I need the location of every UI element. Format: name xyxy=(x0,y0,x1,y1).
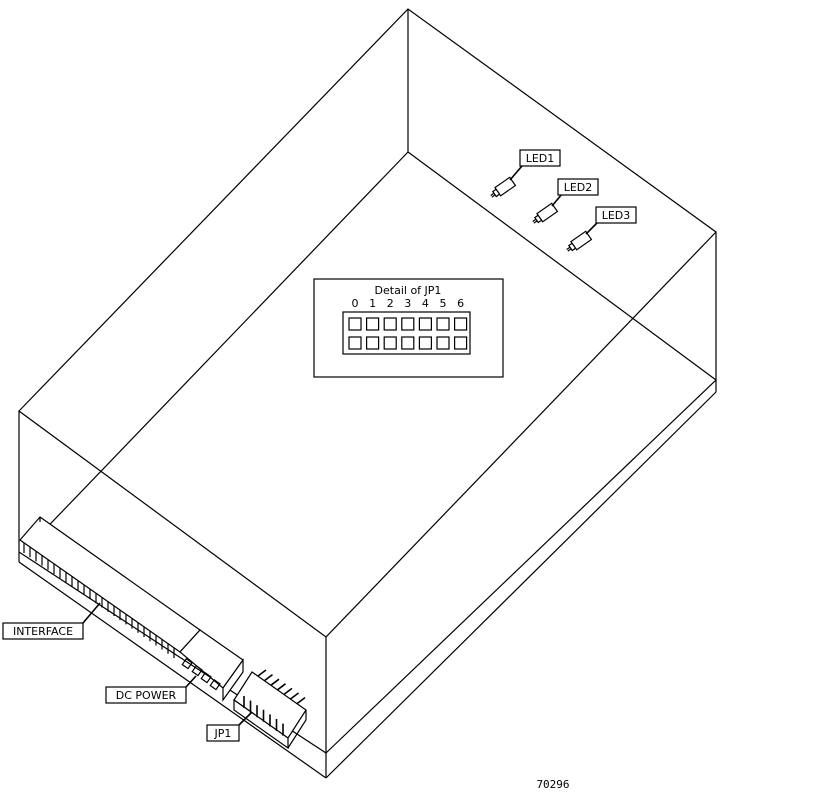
led3-component xyxy=(566,221,599,252)
led2-label-text: LED2 xyxy=(564,181,593,194)
jp1-pin xyxy=(296,696,306,705)
jp1-pin-number: 6 xyxy=(457,297,464,310)
jp1-pin-square xyxy=(454,336,468,350)
jp1-pin-square xyxy=(348,336,362,350)
jp1-pins xyxy=(243,669,306,736)
jp1-pin-number: 3 xyxy=(404,297,411,310)
interface-pins xyxy=(23,543,175,658)
jp1-pin-square xyxy=(418,317,432,331)
jp1-pin-square xyxy=(436,317,450,331)
label-led3: LED3 xyxy=(595,206,637,224)
label-interface: INTERFACE xyxy=(2,602,101,640)
jp1-pin-number: 5 xyxy=(440,297,447,310)
figure-number: 70296 xyxy=(536,778,569,791)
jp1-label-text: JP1 xyxy=(214,727,232,740)
dc-power-connector xyxy=(179,629,244,702)
jp1-pin-square xyxy=(454,317,468,331)
jp1-pin-square xyxy=(436,336,450,350)
label-led1: LED1 xyxy=(519,149,561,167)
jp1-jumper-block xyxy=(233,669,307,750)
jp1-pin-number: 4 xyxy=(422,297,429,310)
drive-outline xyxy=(18,8,717,779)
jp1-pin-square xyxy=(401,336,415,350)
jp1-pin-square xyxy=(401,317,415,331)
label-jp1: JP1 xyxy=(206,711,253,742)
jp1-detail-grid xyxy=(348,317,468,350)
jp1-detail-title: Detail of JP1 xyxy=(375,284,442,297)
dc-power-label-text: DC POWER xyxy=(116,689,177,702)
led1-label-text: LED1 xyxy=(526,152,555,165)
jp1-pin xyxy=(257,669,267,677)
interface-label-text: INTERFACE xyxy=(13,625,73,638)
jp1-pin-square xyxy=(418,336,432,350)
led3-label-text: LED3 xyxy=(602,209,631,222)
led1-component xyxy=(490,165,523,198)
jp1-pin xyxy=(283,687,293,696)
jp1-pin xyxy=(290,692,299,700)
label-dc-power: DC POWER xyxy=(105,675,197,704)
label-led2: LED2 xyxy=(557,178,599,196)
jp1-pin-square xyxy=(383,317,397,331)
jp1-pin-number: 1 xyxy=(369,297,376,310)
jp1-pin xyxy=(264,673,273,682)
jp1-pin-number: 2 xyxy=(387,297,394,310)
jp1-pin xyxy=(270,678,280,686)
led2-component xyxy=(532,193,563,224)
jp1-pin-square xyxy=(366,336,380,350)
jp1-pin-square xyxy=(348,317,362,331)
jp1-pin-number: 0 xyxy=(352,297,359,310)
jp1-pin-square xyxy=(383,336,397,350)
jp1-pin-square xyxy=(366,317,380,331)
jp1-pin xyxy=(277,683,286,691)
